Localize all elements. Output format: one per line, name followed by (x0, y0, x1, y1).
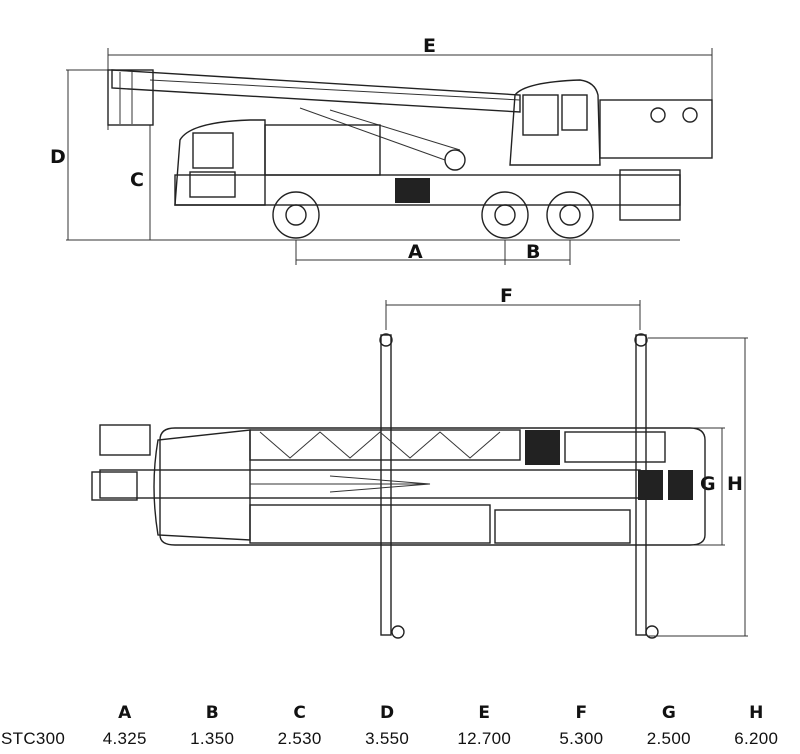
spec-header-f: F (575, 703, 588, 723)
dim-label-g: G (700, 473, 716, 495)
spec-header-c: C (293, 703, 306, 723)
dim-label-h: H (727, 473, 743, 495)
spec-table: A B C D E F G H STC300 4.325 1.350 2.530… (0, 700, 800, 752)
spec-header-b: B (205, 703, 219, 723)
spec-value-e: 12.700 (457, 729, 512, 748)
dim-label-e: E (423, 35, 436, 57)
spec-header-g: G (661, 703, 676, 723)
spec-header-row: A B C D E F G H (0, 700, 800, 726)
dim-label-d: D (50, 146, 66, 168)
spec-model: STC300 (1, 729, 66, 748)
crane-dimension-drawing: E D C (50, 35, 748, 639)
spec-value-g: 2.500 (646, 729, 691, 748)
dim-label-a: A (408, 241, 423, 263)
spec-value-row: STC300 4.325 1.350 2.530 3.550 12.700 5.… (0, 726, 800, 752)
spec-header-h: H (749, 703, 764, 723)
spec-header-e: E (478, 703, 491, 723)
spec-value-a: 4.325 (102, 729, 147, 748)
dim-label-f: F (500, 285, 513, 307)
side-view: E D C (50, 35, 713, 265)
spec-value-f: 5.300 (559, 729, 604, 748)
spec-value-c: 2.530 (277, 729, 322, 748)
dim-label-c: C (130, 169, 144, 191)
spec-header-d: D (380, 703, 395, 723)
top-view: F H G (91, 285, 748, 639)
spec-header-a: A (118, 703, 132, 723)
spec-value-d: 3.550 (365, 729, 410, 748)
dim-label-b: B (526, 241, 540, 263)
spec-header-model (0, 700, 81, 726)
spec-value-b: 1.350 (190, 729, 235, 748)
spec-value-h: 6.200 (734, 729, 779, 748)
